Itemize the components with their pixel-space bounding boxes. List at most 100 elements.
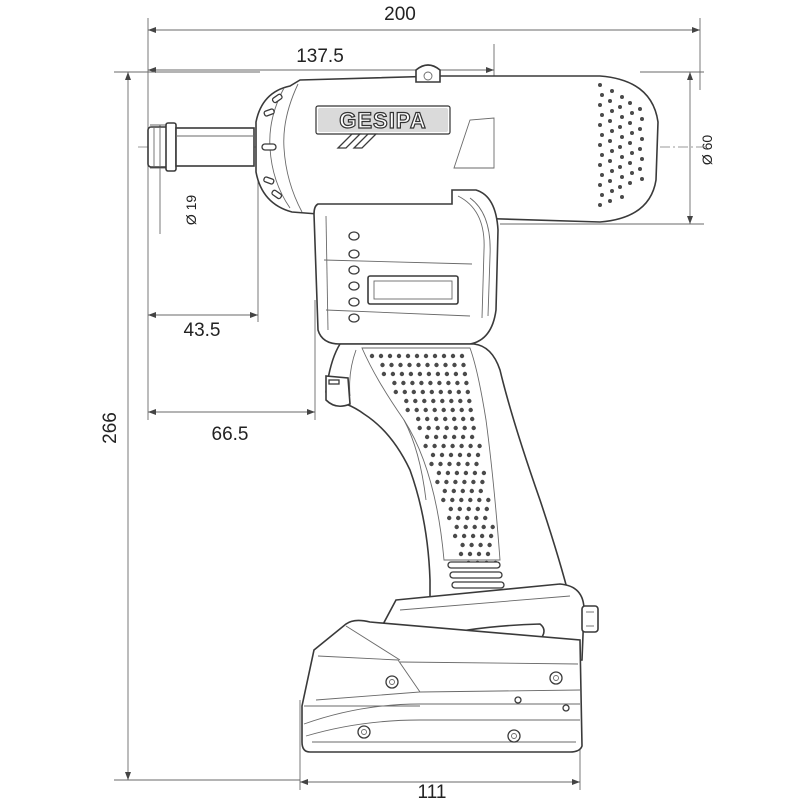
grip-dot bbox=[475, 506, 480, 512]
grip-dot bbox=[396, 353, 402, 359]
grip-dot bbox=[478, 488, 483, 494]
grip-dot bbox=[435, 371, 441, 377]
grip-dot bbox=[442, 434, 448, 440]
grip-dot bbox=[608, 99, 612, 103]
grip-dot bbox=[408, 371, 414, 377]
grip-dot bbox=[447, 515, 452, 521]
grip-dot bbox=[424, 434, 430, 440]
grip-dot bbox=[434, 416, 439, 422]
grip-dot bbox=[436, 470, 442, 476]
grip-dot bbox=[402, 389, 407, 395]
grip-dot bbox=[474, 461, 479, 467]
grip-dot bbox=[466, 506, 471, 512]
grip-dot bbox=[431, 398, 436, 404]
grip-dot bbox=[451, 488, 456, 494]
grip-dot bbox=[458, 398, 463, 404]
grip-dot bbox=[455, 380, 460, 386]
grip-dot bbox=[618, 145, 622, 149]
grip-dot bbox=[442, 488, 447, 494]
grip-dot bbox=[438, 389, 443, 395]
grip-dot bbox=[454, 524, 459, 530]
grip-dot bbox=[484, 506, 489, 512]
grip-dot bbox=[470, 416, 475, 422]
dim-overall-height: 266 bbox=[100, 412, 121, 444]
grip-dot bbox=[469, 434, 475, 440]
grip-dot bbox=[600, 113, 604, 117]
grip-dot bbox=[600, 133, 604, 137]
grip-dot bbox=[453, 425, 458, 431]
grip-dot bbox=[610, 129, 614, 133]
dim-nose-to-handle-back: 137.5 bbox=[296, 46, 344, 67]
grip-dot bbox=[433, 434, 439, 440]
grip-dot bbox=[456, 461, 461, 467]
grip-vents bbox=[447, 561, 505, 589]
grip-dot bbox=[488, 533, 494, 539]
grip-dot bbox=[459, 353, 465, 359]
grip-dot bbox=[618, 185, 622, 189]
grip-dot bbox=[464, 380, 469, 386]
grip-dot bbox=[454, 470, 460, 476]
grip-dot bbox=[620, 155, 624, 159]
grip-dot bbox=[387, 353, 393, 359]
grip-dot bbox=[474, 515, 479, 521]
grip-dot bbox=[640, 157, 644, 161]
grip-dot bbox=[630, 131, 634, 135]
grip-dot bbox=[600, 193, 604, 197]
grip-dot bbox=[471, 479, 476, 485]
grip-dot bbox=[467, 551, 473, 557]
grip-dot bbox=[450, 443, 455, 449]
grip-dot bbox=[468, 407, 473, 413]
grip-dot bbox=[425, 416, 430, 422]
grip-dot bbox=[598, 103, 602, 107]
handle-grip-dots bbox=[369, 353, 498, 566]
grip-dot bbox=[432, 443, 437, 449]
grip-dot bbox=[466, 452, 472, 458]
grip-dot bbox=[462, 479, 467, 485]
grip-dot bbox=[460, 434, 466, 440]
grip-dot bbox=[598, 163, 602, 167]
grip-dot bbox=[380, 362, 385, 368]
grip-dot bbox=[618, 105, 622, 109]
grip-dot bbox=[608, 119, 612, 123]
grip-dot bbox=[630, 111, 634, 115]
control-panel-housing bbox=[313, 189, 499, 345]
grip-dot bbox=[459, 407, 464, 413]
grip-dot bbox=[432, 407, 437, 413]
grip-dot bbox=[444, 371, 450, 377]
grip-dot bbox=[608, 199, 612, 203]
grip-dot bbox=[414, 353, 420, 359]
hanger-eyelet bbox=[415, 64, 441, 83]
dim-nose-diameter: Ø 19 bbox=[183, 195, 199, 226]
grip-dot bbox=[465, 515, 470, 521]
gesipa-logo: GESIPA bbox=[315, 105, 451, 149]
grip-dot bbox=[410, 380, 415, 386]
brand-logo-text: GESIPA bbox=[339, 108, 427, 133]
grip-dot bbox=[610, 169, 614, 173]
grip-dot bbox=[416, 362, 421, 368]
grip-dot bbox=[405, 407, 410, 413]
grip-dot bbox=[468, 497, 473, 503]
grip-dot bbox=[463, 524, 468, 530]
grip-dot bbox=[459, 443, 464, 449]
grip-dot bbox=[630, 151, 634, 155]
grip-dot bbox=[460, 488, 465, 494]
grip-dot bbox=[610, 149, 614, 153]
grip-dot bbox=[598, 83, 602, 87]
grip-dot bbox=[447, 389, 452, 395]
grip-dot bbox=[620, 175, 624, 179]
grip-dot bbox=[438, 461, 443, 467]
grip-dot bbox=[399, 371, 405, 377]
grip-dot bbox=[600, 93, 604, 97]
grip-dot bbox=[472, 524, 477, 530]
grip-dot bbox=[411, 389, 416, 395]
dim-overall-length: 200 bbox=[384, 4, 416, 25]
grip-dot bbox=[392, 380, 397, 386]
grip-dot bbox=[465, 389, 470, 395]
grip-dot bbox=[486, 497, 491, 503]
grip-dot bbox=[426, 425, 431, 431]
grip-dot bbox=[423, 443, 428, 449]
grip-dot bbox=[485, 551, 491, 557]
grip-dot bbox=[448, 506, 453, 512]
grip-dot bbox=[389, 362, 394, 368]
grip-dot bbox=[461, 362, 466, 368]
